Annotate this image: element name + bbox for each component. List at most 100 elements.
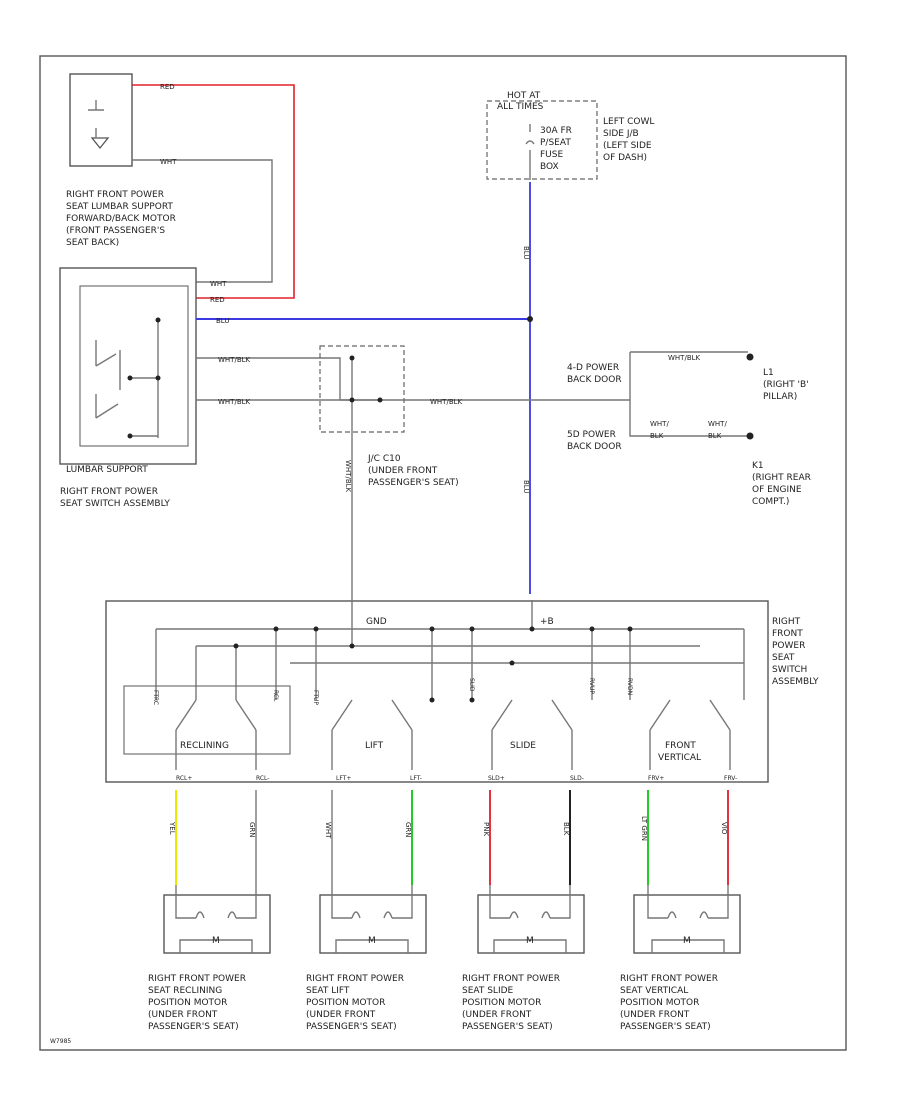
pin-ftrc: FTRC — [152, 690, 159, 705]
hot-at-all-times-label: HOT AT ALL TIMES — [497, 91, 544, 112]
fuse-label: 30A FR P/SEAT FUSE BOX — [540, 126, 572, 172]
svg-text:J/C C10: J/C C10 — [367, 454, 401, 464]
motor-recline — [163, 885, 271, 954]
front-vertical-label: FRONT VERTICAL — [658, 741, 701, 763]
fuse-box — [486, 100, 598, 180]
motor-slide-label: RIGHT FRONT POWER SEAT SLIDE POSITION MO… — [462, 974, 560, 1032]
svg-text:SEAT VERTICAL: SEAT VERTICAL — [620, 986, 688, 996]
jc-label: J/C C10 (UNDER FRONT PASSENGER'S SEAT) — [367, 454, 459, 488]
motor-lift-label: RIGHT FRONT POWER SEAT LIFT POSITION MOT… — [306, 974, 404, 1032]
svg-text:PASSENGER'S SEAT): PASSENGER'S SEAT) — [148, 1022, 239, 1032]
svg-text:30A FR: 30A FR — [540, 126, 572, 136]
lumbar-switch-assembly — [59, 267, 197, 465]
svg-text:PILLAR): PILLAR) — [763, 392, 797, 402]
svg-text:COMPT.): COMPT.) — [752, 497, 789, 507]
gnd-label: GND — [366, 617, 387, 627]
svg-text:(UNDER FRONT: (UNDER FRONT — [368, 466, 438, 476]
motor-recline-m: M — [212, 936, 220, 946]
svg-text:(UNDER FRONT: (UNDER FRONT — [306, 1010, 376, 1020]
b-plus-label: +B — [540, 617, 554, 627]
svg-text:(UNDER FRONT: (UNDER FRONT — [620, 1010, 690, 1020]
main-switch-label: RIGHT FRONT POWER SEAT SWITCH ASSEMBLY — [772, 617, 819, 687]
jc-dot-2 — [349, 397, 355, 403]
svg-text:L1: L1 — [763, 368, 774, 378]
pin-rcl-minus: RCL- — [256, 775, 269, 782]
wire-yel-label: YEL — [168, 821, 176, 835]
svg-text:SEAT SLIDE: SEAT SLIDE — [462, 986, 514, 996]
motor-slide-m: M — [526, 936, 534, 946]
recline-label: RECLINING — [180, 741, 229, 751]
motor-vertical-label: RIGHT FRONT POWER SEAT VERTICAL POSITION… — [620, 974, 718, 1032]
wire-wht-slash-label-1: WHT/ — [650, 420, 669, 428]
pin-rcl-plus: RCL+ — [176, 775, 192, 782]
pin-slid: SLID — [468, 678, 475, 692]
svg-text:SWITCH: SWITCH — [772, 665, 807, 675]
ground-branches — [629, 351, 748, 437]
svg-text:P/SEAT: P/SEAT — [540, 138, 571, 148]
pin-rvdn: RVDN — [626, 678, 633, 695]
svg-text:FRONT: FRONT — [772, 629, 803, 639]
svg-text:RIGHT FRONT POWER: RIGHT FRONT POWER — [148, 974, 246, 984]
five-door-label: 5D POWER BACK DOOR — [567, 430, 622, 452]
wire-blk-label: BLK — [562, 822, 570, 836]
jc-dot-3 — [377, 397, 383, 403]
lumbar-support-label: LUMBAR SUPPORT — [66, 465, 148, 475]
svg-text:RIGHT FRONT POWER: RIGHT FRONT POWER — [306, 974, 404, 984]
svg-text:RIGHT FRONT POWER: RIGHT FRONT POWER — [620, 974, 718, 984]
svg-text:RIGHT: RIGHT — [772, 617, 801, 627]
wire-wht-blk-label-3: WHT/BLK — [430, 398, 463, 406]
pin-lft-plus: LFT+ — [336, 775, 351, 782]
wire-blue-label: BLU — [216, 317, 229, 325]
svg-text:POWER: POWER — [772, 641, 805, 651]
wire-wht-blk-label-1: WHT/BLK — [218, 356, 251, 364]
lift-label: LIFT — [365, 741, 384, 751]
svg-text:(LEFT SIDE: (LEFT SIDE — [603, 141, 652, 151]
svg-text:(RIGHT REAR: (RIGHT REAR — [752, 473, 811, 483]
wire-blue-label-3: BLU — [522, 480, 530, 493]
wire-blk-slash-label-1: BLK — [650, 432, 664, 440]
junction-blue — [527, 316, 533, 322]
svg-text:POSITION MOTOR: POSITION MOTOR — [148, 998, 227, 1008]
motor-slide — [477, 885, 585, 954]
svg-text:SEAT SWITCH ASSEMBLY: SEAT SWITCH ASSEMBLY — [60, 499, 170, 509]
svg-text:ALL TIMES: ALL TIMES — [497, 102, 544, 112]
wire-blk-slash-label-2: BLK — [708, 432, 722, 440]
pin-rvup: RVUP — [588, 678, 595, 694]
svg-text:(UNDER FRONT: (UNDER FRONT — [462, 1010, 532, 1020]
ground-k1-symbol — [746, 432, 754, 440]
diagram-code: W7985 — [50, 1038, 71, 1045]
wire-wht-blk-label-l1: WHT/BLK — [668, 354, 701, 362]
wire-wht-label-lift: WHT — [324, 822, 332, 839]
svg-text:OF ENGINE: OF ENGINE — [752, 485, 802, 495]
motor-lift-m: M — [368, 936, 376, 946]
pin-sld-plus: SLD+ — [488, 775, 505, 782]
motor-recline-label: RIGHT FRONT POWER SEAT RECLINING POSITIO… — [148, 974, 246, 1032]
svg-text:4-D POWER: 4-D POWER — [567, 363, 619, 373]
wire-white — [132, 159, 273, 283]
wire-red-label-2: RED — [210, 296, 225, 304]
svg-text:SIDE J/B: SIDE J/B — [603, 129, 639, 139]
svg-text:LEFT COWL: LEFT COWL — [603, 117, 654, 127]
lumbar-switch-label: RIGHT FRONT POWER SEAT SWITCH ASSEMBLY — [60, 487, 170, 509]
svg-text:POSITION MOTOR: POSITION MOTOR — [620, 998, 699, 1008]
svg-text:RIGHT FRONT POWER: RIGHT FRONT POWER — [462, 974, 560, 984]
fuse-location-label: LEFT COWL SIDE J/B (LEFT SIDE OF DASH) — [603, 117, 654, 163]
main-switch-assembly — [105, 600, 769, 783]
pin-frv-plus: FRV+ — [648, 775, 664, 782]
svg-text:SEAT BACK): SEAT BACK) — [66, 238, 119, 248]
svg-text:RIGHT FRONT POWER: RIGHT FRONT POWER — [60, 487, 158, 497]
svg-text:RIGHT FRONT POWER: RIGHT FRONT POWER — [66, 190, 164, 200]
svg-text:HOT AT: HOT AT — [507, 91, 541, 101]
svg-text:K1: K1 — [752, 461, 764, 471]
wire-red-label: RED — [160, 83, 175, 91]
wire-grn-label-2: GRN — [404, 822, 412, 838]
diagram-frame — [39, 55, 847, 1051]
wire-blue-label-2: BLU — [522, 246, 530, 259]
junction-connector-jc-c10 — [319, 345, 405, 433]
jc-dot-1 — [349, 355, 355, 361]
wire-wht-slash-label-2: WHT/ — [708, 420, 727, 428]
wire-wht-blk-label-2: WHT/BLK — [218, 398, 251, 406]
fuse-symbol — [525, 124, 535, 180]
svg-text:ASSEMBLY: ASSEMBLY — [772, 677, 819, 687]
four-door-label: 4-D POWER BACK DOOR — [567, 363, 622, 385]
